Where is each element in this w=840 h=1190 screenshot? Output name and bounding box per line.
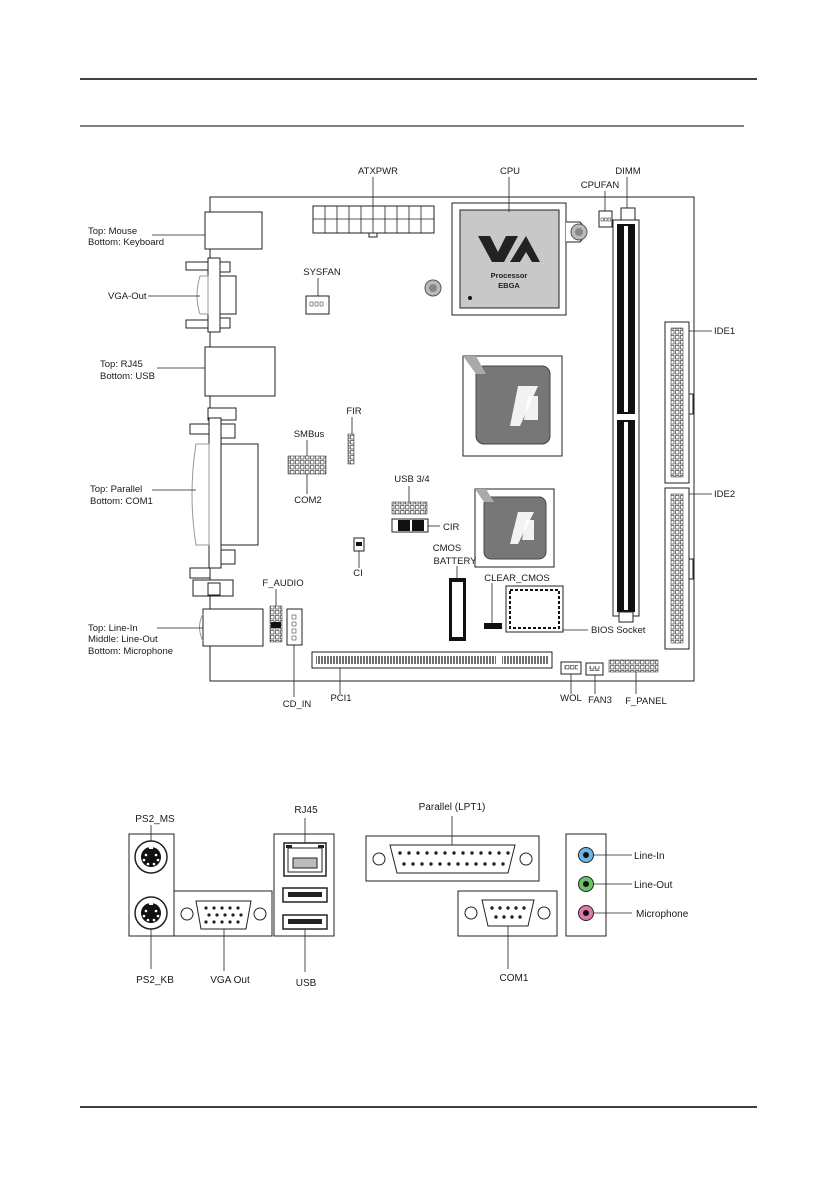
rj45-label: RJ45 (294, 805, 318, 816)
atx-power-connector (312, 205, 435, 238)
cir-header (391, 518, 429, 533)
line-in-label: Line-In (634, 851, 665, 862)
cir-label: CIR (443, 522, 460, 533)
parallel-com1-stack (189, 407, 259, 597)
ide1-label: IDE1 (714, 326, 735, 337)
fir-label: FIR (346, 406, 361, 417)
bios-socket (505, 585, 564, 633)
ps2-port-stack (204, 211, 263, 250)
vga-out-label: VGA Out (210, 975, 250, 986)
audio-jack-stack (199, 608, 264, 647)
sysfan-header (305, 295, 330, 315)
io-rj45-usb-block (273, 818, 335, 972)
clear-cmos-jumper (484, 623, 502, 629)
dimm-slot (612, 207, 640, 623)
pci-slot (311, 651, 553, 669)
io-parallel-port (365, 816, 540, 882)
cpu-processor-text: Processor (491, 271, 528, 280)
smbus-com2-header (287, 455, 327, 475)
note-mouse: Top: Mouse (88, 226, 137, 237)
usb34-label: USB 3/4 (394, 474, 429, 485)
cpu-label: CPU (500, 166, 520, 177)
note-rj45: Top: RJ45 (100, 359, 143, 370)
cd-in-header (286, 608, 303, 646)
ps2-kb-label: PS2_KB (136, 975, 174, 986)
rj45-usb-stack (204, 346, 276, 397)
ci-header (353, 537, 365, 552)
pci1-label: PCI1 (330, 693, 351, 704)
southbridge-chip (474, 488, 555, 568)
f-panel-label: F_PANEL (625, 696, 667, 707)
io-vga-block (173, 890, 273, 971)
f-audio-label: F_AUDIO (262, 578, 303, 589)
usb-label: USB (296, 978, 317, 989)
fan3-header (585, 662, 604, 676)
com2-label: COM2 (294, 495, 321, 506)
wol-label: WOL (560, 693, 582, 704)
cpu-ebga-text: EBGA (498, 281, 520, 290)
line-out-label: Line-Out (634, 880, 673, 891)
clear-cmos-label: CLEAR_CMOS (484, 573, 549, 584)
cmos-label: CMOS (433, 543, 462, 554)
cpu-package: Processor EBGA (424, 202, 588, 316)
ide2-label: IDE2 (714, 489, 735, 500)
note-line-out: Middle: Line-Out (88, 634, 158, 645)
f-panel-header (608, 659, 659, 673)
note-parallel: Top: Parallel (90, 484, 142, 495)
note-vga: VGA-Out (108, 291, 147, 302)
sysfan-label: SYSFAN (303, 267, 341, 278)
io-audio-block (565, 833, 632, 937)
note-com1: Bottom: COM1 (90, 496, 153, 507)
vga-port (185, 257, 237, 333)
io-ps2-block (128, 825, 175, 969)
wol-header (560, 661, 582, 675)
note-usb: Bottom: USB (100, 371, 155, 382)
f-audio-header (269, 605, 283, 643)
io-com1-port (457, 890, 558, 969)
note-keyboard: Bottom: Keyboard (88, 237, 164, 248)
usb34-header (391, 501, 428, 515)
dimm-label: DIMM (615, 166, 640, 177)
ps2-ms-label: PS2_MS (135, 814, 175, 825)
fir-header (347, 433, 355, 465)
parallel-label: Parallel (LPT1) (419, 802, 486, 813)
note-microphone: Bottom: Microphone (88, 646, 173, 657)
com1-label: COM1 (500, 973, 529, 984)
bios-socket-label: BIOS Socket (591, 625, 646, 636)
fan3-label: FAN3 (588, 695, 612, 706)
cd-in-label: CD_IN (283, 699, 312, 710)
cpufan-label: CPUFAN (581, 180, 620, 191)
leader-lines (148, 177, 712, 697)
ide2-connector (664, 487, 694, 650)
atxpwr-label: ATXPWR (358, 166, 398, 177)
microphone-label: Microphone (636, 909, 689, 920)
northbridge-chip (462, 355, 563, 457)
ci-label: CI (353, 568, 363, 579)
ide1-connector (664, 321, 694, 484)
cmos-battery (449, 578, 466, 641)
note-line-in: Top: Line-In (88, 623, 138, 634)
cpufan-header (598, 210, 613, 228)
smbus-label: SMBus (294, 429, 325, 440)
battery-label: BATTERY (434, 556, 478, 567)
